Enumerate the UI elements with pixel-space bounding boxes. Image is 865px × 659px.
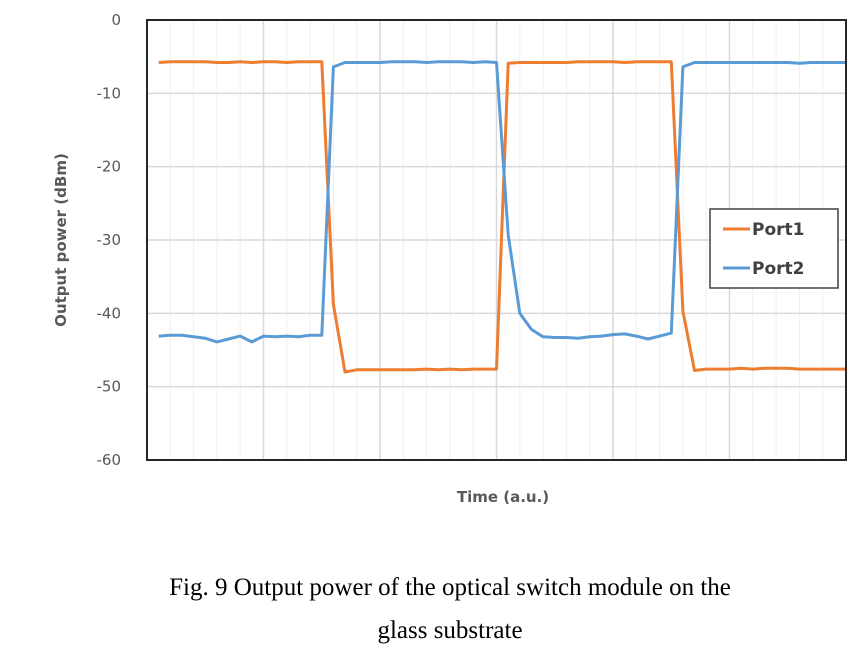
y-tick-label: -10: [97, 84, 122, 102]
legend: Port1 Port2: [709, 208, 839, 289]
line-chart: 0 -10 -20 -30 -40 -50 -60 Time (a.u.) Output p…: [52, 11, 847, 506]
series-line-port1: [158, 60, 846, 374]
y-tick-label: -30: [97, 231, 122, 249]
y-tick-label: 0: [111, 11, 121, 29]
plot-frame: [146, 19, 847, 461]
legend-label-port2: Port2: [752, 259, 804, 279]
y-axis-label: Output power (dBm): [52, 153, 70, 327]
caption-line-1: Fig. 9 Output power of the optical switc…: [169, 574, 731, 601]
figure-caption: Fig. 9 Output power of the optical switc…: [0, 566, 865, 652]
y-tick-label: -40: [97, 304, 122, 322]
legend-box: [709, 208, 839, 289]
x-axis-label: Time (a.u.): [457, 488, 549, 506]
series-line-port2: [158, 60, 846, 344]
series-lines: [158, 60, 846, 374]
legend-label-port1: Port1: [752, 220, 804, 240]
y-tick-label: -20: [97, 158, 122, 176]
y-axis-ticks: 0 -10 -20 -30 -40 -50 -60: [97, 11, 122, 469]
y-tick-label: -60: [97, 451, 122, 469]
y-tick-label: -50: [97, 378, 122, 396]
caption-line-2: glass substrate: [377, 617, 523, 644]
